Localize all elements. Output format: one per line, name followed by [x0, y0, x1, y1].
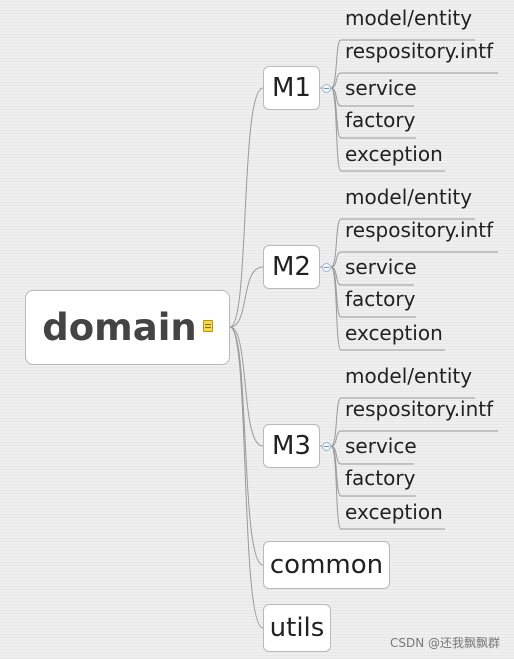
leaf-node-factory[interactable]: factory [345, 466, 416, 490]
leaf-node-exception[interactable]: exception [345, 321, 443, 345]
branch-node-m3[interactable]: M3 [263, 424, 320, 468]
link-root-m3 [229, 326, 264, 447]
branch-label: M3 [272, 431, 311, 461]
branch-label: M2 [272, 252, 311, 282]
collapse-toggle-icon[interactable] [322, 263, 331, 272]
link-root-m2 [229, 266, 264, 328]
leaf-node-factory[interactable]: factory [345, 287, 416, 311]
leaf-node-model-entity[interactable]: model/entity [345, 6, 473, 30]
leaf-node-exception[interactable]: exception [345, 142, 443, 166]
leaf-node-service[interactable]: service [345, 434, 417, 458]
leaf-node-service[interactable]: service [345, 255, 417, 279]
collapse-toggle-icon[interactable] [322, 84, 331, 93]
root-node-domain[interactable]: domain [25, 290, 230, 365]
link-root-utils [229, 326, 264, 629]
watermark: CSDN @还我飘飘群 [389, 636, 500, 650]
root-label: domain [42, 306, 197, 349]
branch-label: M1 [272, 73, 311, 103]
branch-node-m2[interactable]: M2 [263, 245, 320, 289]
leaf-node-repository-intf[interactable]: respository.intf [345, 39, 494, 63]
branch-node-utils[interactable]: utils [263, 604, 331, 652]
branch-label: utils [269, 613, 325, 643]
link-root-common [229, 326, 264, 566]
link-root-m1 [229, 87, 264, 328]
branch-node-m1[interactable]: M1 [263, 66, 320, 110]
leaf-node-repository-intf[interactable]: respository.intf [345, 397, 494, 421]
leaf-node-service[interactable]: service [345, 76, 417, 100]
leaf-node-factory[interactable]: factory [345, 108, 416, 132]
leaf-node-model-entity[interactable]: model/entity [345, 364, 473, 388]
branch-node-common[interactable]: common [263, 541, 390, 589]
collapse-toggle-icon[interactable] [322, 442, 331, 451]
note-icon[interactable] [202, 319, 213, 332]
leaf-node-model-entity[interactable]: model/entity [345, 185, 473, 209]
leaf-node-repository-intf[interactable]: respository.intf [345, 218, 494, 242]
branch-label: common [269, 550, 384, 580]
leaf-node-exception[interactable]: exception [345, 500, 443, 524]
